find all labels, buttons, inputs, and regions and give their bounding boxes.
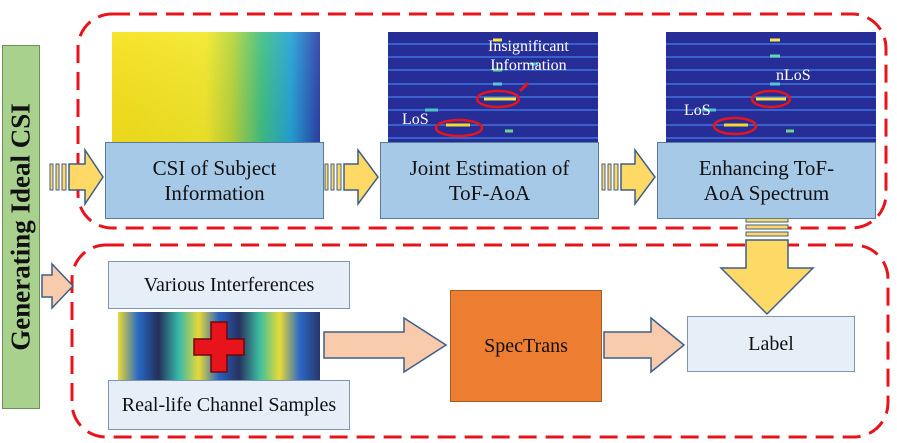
arrow-enhance-to-label	[719, 217, 815, 316]
generating-ideal-csi-label: Generating Ideal CSI	[2, 45, 40, 409]
csi-subject-line2: Information	[164, 180, 265, 205]
joint-estimation-box: Joint Estimation of ToF-AoA	[380, 142, 599, 219]
csi-subject-box: CSI of Subject Information	[105, 142, 324, 219]
enhancing-spectrum-box: Enhancing ToF- AoA Spectrum	[657, 142, 876, 219]
nlos-annotation: nLoS	[776, 67, 811, 84]
insignificant-line1: Insignificant	[488, 38, 569, 55]
real-life-samples-box: Real-life Channel Samples	[108, 380, 350, 430]
top-group-border	[76, 12, 888, 230]
insignificant-line2: Information	[490, 57, 567, 74]
label-box: Label	[687, 316, 855, 372]
arrow-samples-to-spectrans	[323, 316, 448, 374]
insignificant-info-annotation: Insignificant Information	[488, 37, 569, 75]
bottom-group-border	[70, 243, 890, 439]
arrow-spectrans-to-label	[603, 316, 686, 374]
enhancing-spectrum-line2: AoA Spectrum	[703, 180, 830, 205]
joint-estimation-line1: Joint Estimation of	[409, 155, 570, 180]
joint-estimation-line2: ToF-AoA	[448, 180, 531, 205]
arrow-csi-to-joint	[324, 147, 379, 207]
plus-icon	[193, 321, 245, 373]
arrow-into-csi	[49, 147, 104, 207]
side-label-text: Generating Ideal CSI	[5, 103, 36, 351]
arrow-into-interference	[41, 262, 75, 310]
tof-aoa-spectrum-image	[388, 32, 598, 150]
enhanced-spectrum-image	[666, 32, 876, 150]
enhancing-spectrum-line1: Enhancing ToF-	[698, 155, 835, 180]
los-annotation-2: LoS	[684, 102, 711, 119]
arrow-joint-to-enhance	[601, 147, 656, 207]
spectrans-box: SpecTrans	[450, 290, 602, 402]
los-annotation-1: LoS	[402, 111, 429, 128]
csi-subject-line1: CSI of Subject	[152, 155, 277, 180]
various-interferences-box: Various Interferences	[108, 261, 350, 309]
